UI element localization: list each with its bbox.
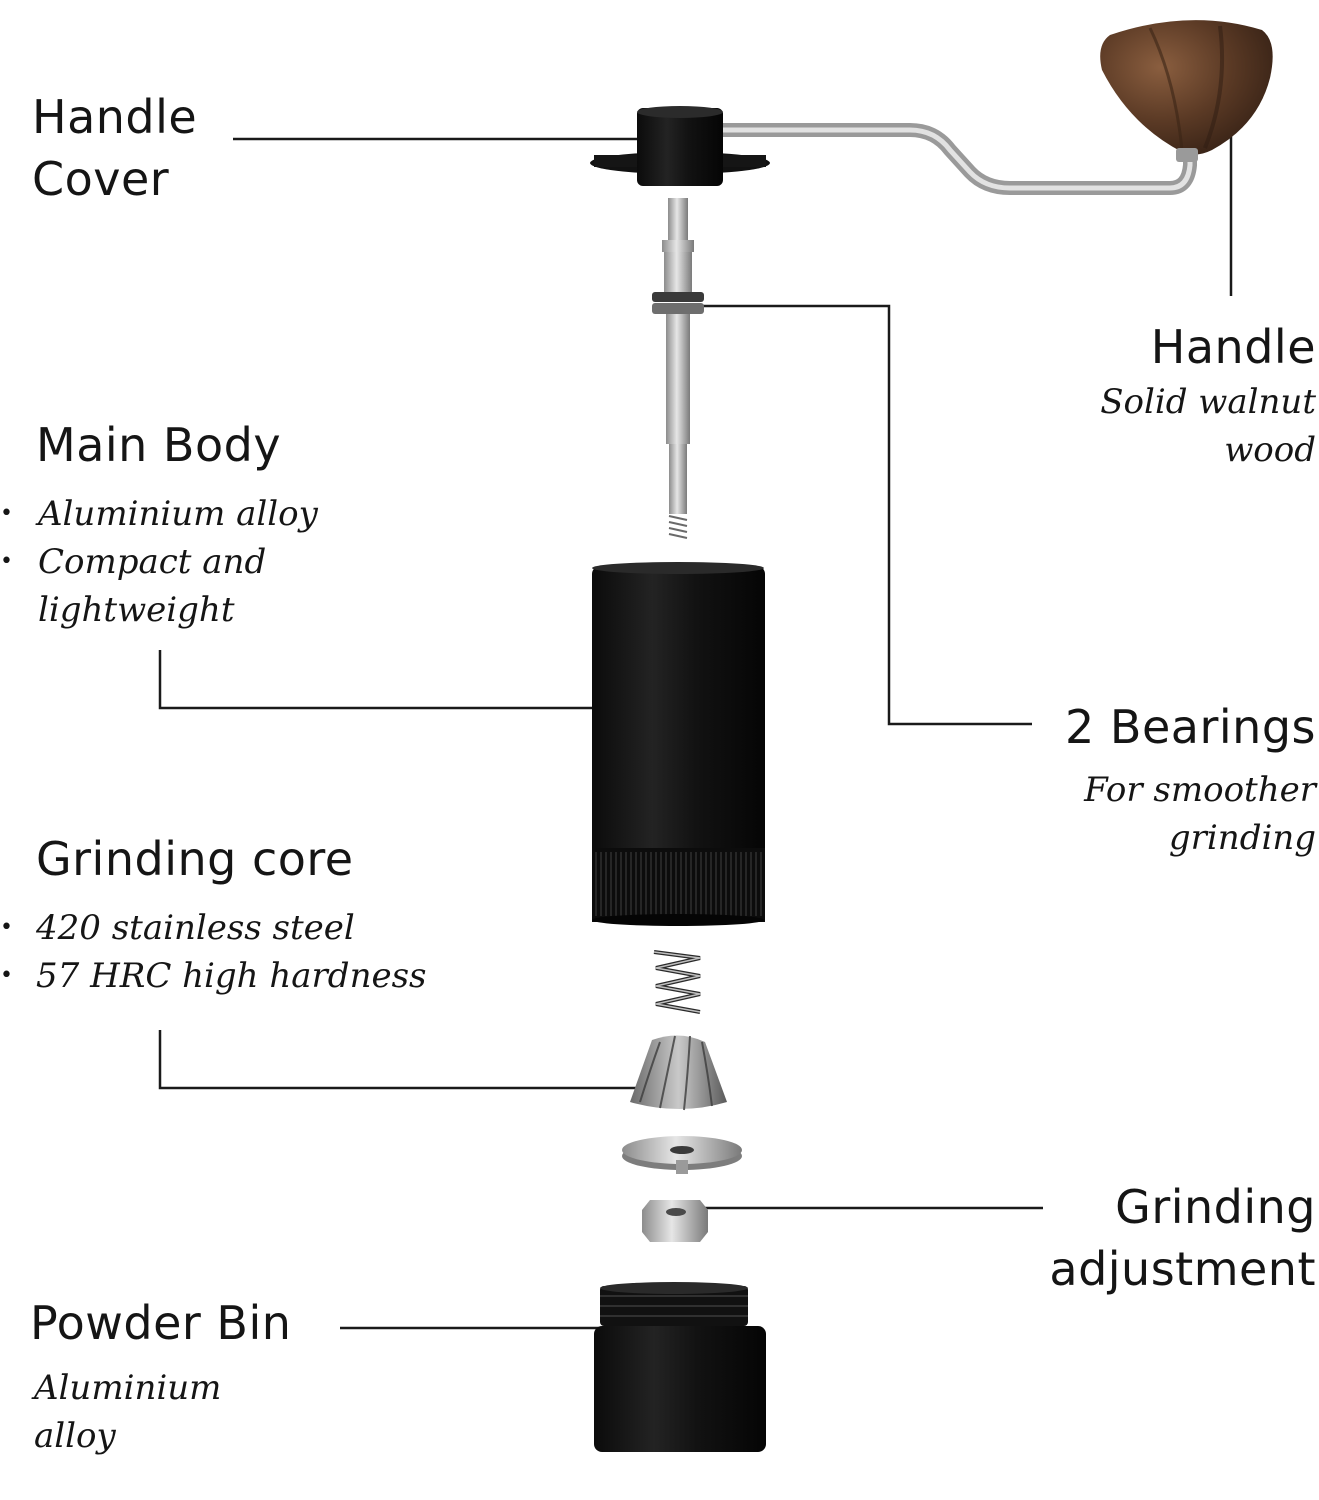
grinding-adjustment-line1: Grinding: [1115, 1180, 1316, 1234]
bullet-dot: •: [0, 549, 13, 574]
bearings-desc-line1: For smoother: [1084, 770, 1316, 810]
grinding-core-bullet-2: • 57 HRC high hardness: [0, 952, 440, 1000]
drive-shaft: [652, 198, 704, 539]
label-handle-cover: Handle Cover: [32, 86, 197, 210]
leader-lines: [158, 90, 1233, 1330]
powder-bin-desc-line2: alloy: [34, 1416, 116, 1456]
grinding-core-bullets: • 420 stainless steel • 57 HRC high hard…: [0, 904, 440, 1000]
grinding-core-bullet-1: • 420 stainless steel: [0, 904, 440, 952]
label-powder-bin: Powder Bin Aluminium alloy: [30, 1292, 291, 1460]
handle-crank: [693, 123, 1197, 195]
leader-main-body: [158, 650, 600, 710]
leader-grinding-core: [158, 1030, 660, 1090]
label-grinding-core: Grinding core: [36, 828, 354, 890]
label-main-body: Main Body: [36, 414, 281, 476]
handle-cover-line1: Handle: [32, 90, 198, 144]
bullet-dot: •: [0, 915, 13, 940]
handle-cover-line2: Cover: [32, 152, 170, 206]
label-handle: Handle Solid walnut wood: [1100, 316, 1316, 474]
handle-desc-line2: wood: [1224, 430, 1316, 470]
bearings-desc-line2: grinding: [1168, 818, 1316, 858]
powder-bin-desc-line1: Aluminium: [34, 1368, 222, 1408]
handle-title: Handle: [1150, 320, 1316, 374]
grinding-core-title: Grinding core: [36, 832, 354, 886]
handle-cover-part: [590, 106, 770, 186]
leader-bearings: [702, 304, 1032, 726]
bullet-dot: •: [0, 501, 13, 526]
walnut-knob: [1100, 20, 1273, 162]
label-grinding-adjustment: Grinding adjustment: [1049, 1176, 1316, 1300]
label-bearings: 2 Bearings For smoother grinding: [1065, 696, 1316, 862]
main-body-bullet-2: • Compact and: [0, 538, 360, 586]
handle-desc-line1: Solid walnut: [1100, 382, 1316, 422]
bullet-dot: •: [0, 963, 13, 988]
grinding-adjustment-line2: adjustment: [1049, 1242, 1316, 1296]
adjustment-plate: [622, 1136, 742, 1174]
powder-bin-part: [594, 1282, 766, 1452]
spring: [653, 950, 701, 1014]
main-body-bullets: • Aluminium alloy • Compact and lightwei…: [0, 490, 360, 634]
main-body-bullet-1: • Aluminium alloy: [0, 490, 360, 538]
adjustment-nut: [642, 1200, 708, 1242]
bearings-title: 2 Bearings: [1065, 700, 1316, 754]
conical-burr: [630, 1035, 727, 1111]
main-body-bullet-2-cont: lightweight: [38, 590, 235, 630]
main-body-title: Main Body: [36, 418, 282, 472]
powder-bin-title: Powder Bin: [30, 1296, 292, 1350]
main-body-part: [592, 562, 765, 926]
